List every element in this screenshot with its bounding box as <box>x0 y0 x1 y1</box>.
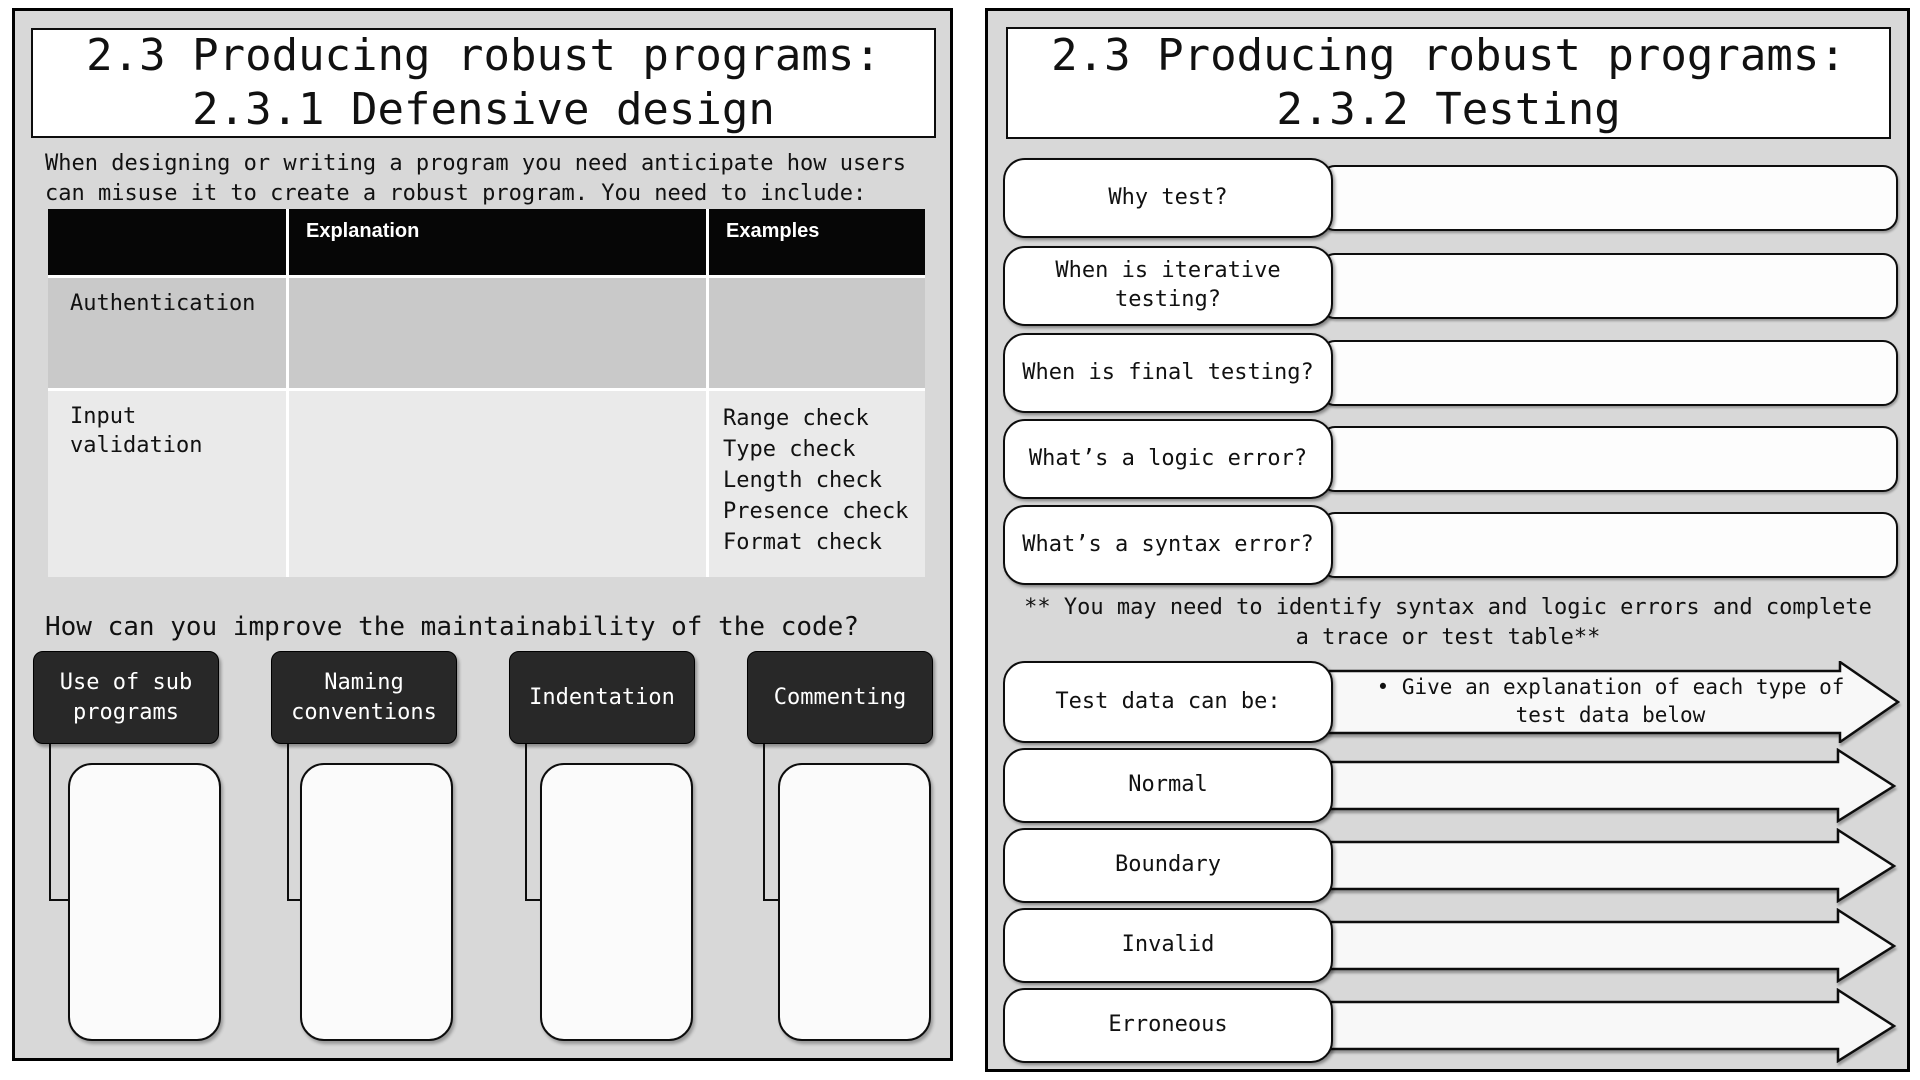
answer-field-why-test[interactable] <box>1320 165 1898 231</box>
trace-table-note: ** You may need to identify syntax and l… <box>1024 595 1872 651</box>
question-row-iterative-testing: When is iterative testing? <box>988 246 1907 326</box>
row-authentication-label: Authentication <box>48 278 286 388</box>
authentication-examples-cell[interactable] <box>709 278 925 388</box>
test-data-row: • Give an explanation of each type of te… <box>988 661 1907 743</box>
answer-field-iterative-testing[interactable] <box>1320 253 1898 319</box>
defensive-design-title-box: 2.3 Producing robust programs: 2.3.1 Def… <box>31 28 936 138</box>
test-data-type-erroneous: Erroneous <box>1003 988 1333 1063</box>
table-header-examples: Examples <box>709 209 925 275</box>
normal-arrow-shape[interactable] <box>1320 748 1904 823</box>
question-label-syntax-error: What’s a syntax error? <box>1003 505 1333 585</box>
row-input-validation-label: Input validation <box>48 391 286 577</box>
maintainability-item-sub-programs: Use of sub programs <box>33 651 219 744</box>
example-type-check: Type check <box>723 437 856 462</box>
test-data-type-boundary: Boundary <box>1003 828 1333 903</box>
input-validation-examples-cell: Range check Type check Length check Pres… <box>709 391 925 577</box>
connector-line-indentation <box>525 744 544 901</box>
example-length-check: Length check <box>723 468 882 493</box>
example-range-check: Range check <box>723 406 869 431</box>
question-row-final-testing: When is final testing? <box>988 333 1907 413</box>
instruction-arrow-shape <box>1320 661 1901 743</box>
test-data-type-normal: Normal <box>1003 748 1333 823</box>
invalid-arrow-shape[interactable] <box>1320 908 1904 983</box>
boundary-arrow-shape[interactable] <box>1320 828 1904 903</box>
question-row-logic-error: What’s a logic error? <box>988 419 1907 499</box>
question-row-syntax-error: What’s a syntax error? <box>988 505 1907 585</box>
example-format-check: Format check <box>723 530 882 555</box>
question-label-why-test: Why test? <box>1003 158 1333 238</box>
test-data-instruction: • Give an explanation of each type of te… <box>1376 674 1845 727</box>
connector-line-sub-programs <box>49 744 68 901</box>
maintainability-item-commenting: Commenting <box>747 651 933 744</box>
input-validation-explanation-cell[interactable] <box>289 391 706 577</box>
test-data-type-row-invalid: Invalid <box>988 908 1907 983</box>
question-label-final-testing: When is final testing? <box>1003 333 1333 413</box>
defensive-design-title: 2.3 Producing robust programs: 2.3.1 Def… <box>86 30 881 135</box>
test-data-type-row-boundary: Boundary <box>988 828 1907 903</box>
authentication-explanation-cell[interactable] <box>289 278 706 388</box>
defensive-design-intro: When designing or writing a program you … <box>45 151 906 207</box>
connector-line-naming-conventions <box>287 744 306 901</box>
answer-field-syntax-error[interactable] <box>1320 512 1898 578</box>
test-data-label: Test data can be: <box>1003 661 1333 743</box>
answer-field-final-testing[interactable] <box>1320 340 1898 406</box>
maintainability-question: How can you improve the maintainability … <box>45 612 859 642</box>
defensive-design-table: Explanation Examples Authentication Inpu… <box>48 209 925 577</box>
table-header-explanation: Explanation <box>289 209 706 275</box>
connector-line-commenting <box>763 744 782 901</box>
testing-title: 2.3 Producing robust programs: 2.3.2 Tes… <box>1051 30 1846 135</box>
answer-box-commenting[interactable] <box>778 763 931 1041</box>
question-label-logic-error: What’s a logic error? <box>1003 419 1333 499</box>
answer-box-naming-conventions[interactable] <box>300 763 453 1041</box>
test-data-type-row-normal: Normal <box>988 748 1907 823</box>
table-header-blank <box>48 209 286 275</box>
answer-box-sub-programs[interactable] <box>68 763 221 1041</box>
test-data-type-row-erroneous: Erroneous <box>988 988 1907 1063</box>
maintainability-item-naming-conventions: Naming conventions <box>271 651 457 744</box>
answer-field-logic-error[interactable] <box>1320 426 1898 492</box>
example-presence-check: Presence check <box>723 499 909 524</box>
erroneous-arrow-shape[interactable] <box>1320 988 1904 1063</box>
testing-title-box: 2.3 Producing robust programs: 2.3.2 Tes… <box>1006 27 1891 139</box>
question-label-iterative-testing: When is iterative testing? <box>1003 246 1333 326</box>
maintainability-item-indentation: Indentation <box>509 651 695 744</box>
test-data-type-invalid: Invalid <box>1003 908 1333 983</box>
testing-panel: 2.3 Producing robust programs: 2.3.2 Tes… <box>985 8 1910 1072</box>
question-row-why-test: Why test? <box>988 158 1907 238</box>
answer-box-indentation[interactable] <box>540 763 693 1041</box>
defensive-design-panel: 2.3 Producing robust programs: 2.3.1 Def… <box>12 8 953 1061</box>
